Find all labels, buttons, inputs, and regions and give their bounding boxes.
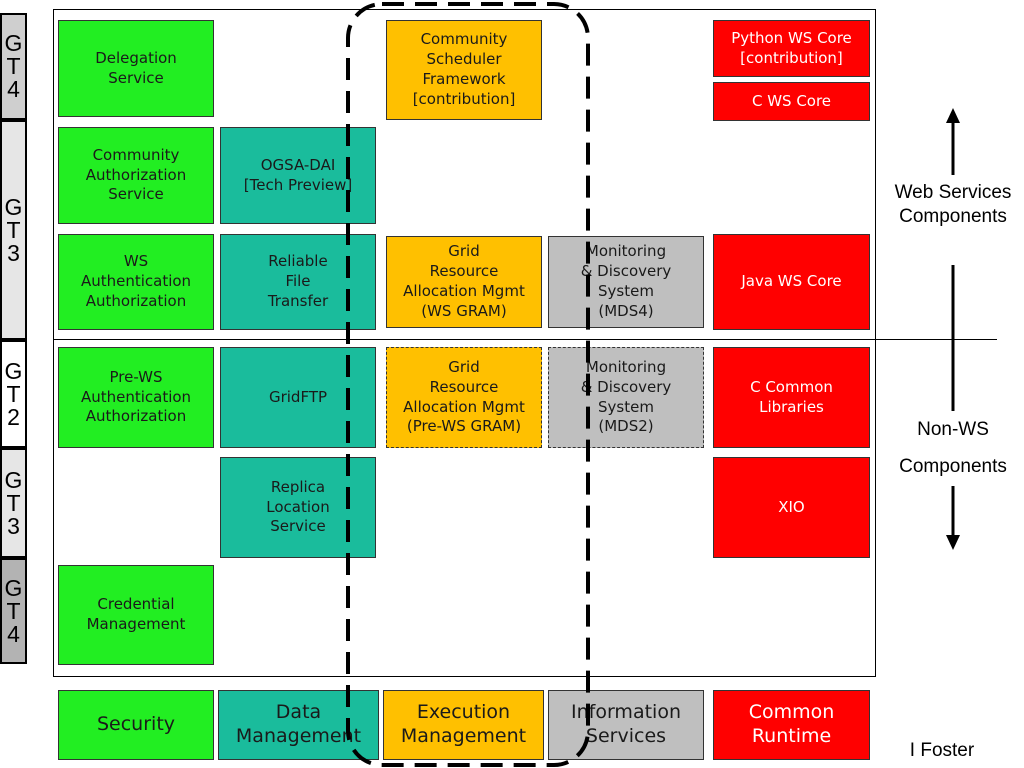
python-ws-core-box: Python WS Core [contribution] bbox=[713, 20, 870, 77]
category-data-management: Data Management bbox=[218, 690, 379, 760]
ws-authentication-box: WS Authentication Authorization bbox=[58, 234, 214, 330]
community-authorization-box: Community Authorization Service bbox=[58, 127, 214, 224]
reliable-file-transfer-box: Reliable File Transfer bbox=[220, 234, 376, 330]
c-common-libraries-box: C Common Libraries bbox=[713, 347, 870, 448]
delegation-service-box: Delegation Service bbox=[58, 20, 214, 117]
mds4-box: Monitoring & Discovery System (MDS4) bbox=[548, 236, 704, 328]
c-ws-core-box: C WS Core bbox=[713, 82, 870, 121]
author-label: I Foster bbox=[909, 740, 975, 761]
mds2-box: Monitoring & Discovery System (MDS2) bbox=[548, 347, 704, 448]
category-security: Security bbox=[58, 690, 214, 760]
credential-management-box: Credential Management bbox=[58, 565, 214, 665]
category-common-runtime: Common Runtime bbox=[713, 690, 870, 760]
category-information-services: Information Services bbox=[548, 690, 704, 760]
components-label: Components bbox=[899, 456, 1007, 477]
main-frame bbox=[53, 9, 876, 677]
up-arrow-head bbox=[946, 108, 960, 123]
ws-separator-line bbox=[53, 339, 997, 340]
pre-ws-auth-box: Pre-WS Authentication Authorization bbox=[58, 347, 214, 448]
non-ws-label: Non-WS bbox=[917, 419, 989, 440]
down-arrow-head bbox=[946, 535, 960, 550]
ws-gram-box: Grid Resource Allocation Mgmt (WS GRAM) bbox=[386, 236, 542, 328]
web-services-components-label: Web Services Components bbox=[894, 182, 1012, 227]
category-execution-management: Execution Management bbox=[383, 690, 544, 760]
execution-highlight-dashed-outline bbox=[346, 2, 590, 767]
xio-box: XIO bbox=[713, 457, 870, 558]
java-ws-core-box: Java WS Core bbox=[713, 234, 870, 330]
community-scheduler-box: Community Scheduler Framework [contribut… bbox=[386, 20, 542, 120]
pre-ws-gram-box: Grid Resource Allocation Mgmt (Pre-WS GR… bbox=[386, 347, 542, 448]
